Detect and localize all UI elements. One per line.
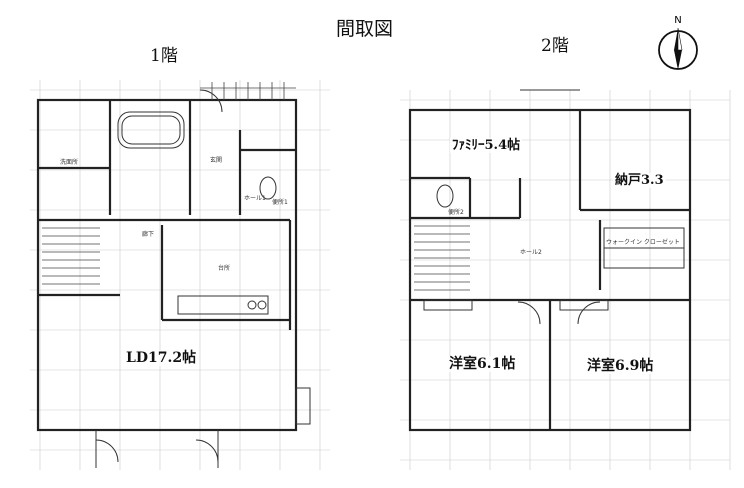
label-bath: 洗面所 <box>60 159 79 166</box>
room-western2: 洋室6.9帖 <box>585 358 656 374</box>
north-label: N <box>674 15 681 26</box>
stairs-floor1 <box>42 82 296 285</box>
label-corridor: 廊下 <box>142 231 155 238</box>
fixtures-floor2 <box>423 89 685 325</box>
label-toilet1: 便所1 <box>272 199 288 206</box>
floor1-label: 1階 <box>150 46 178 66</box>
north-compass-icon: N <box>658 15 698 70</box>
label-hall2: ホール2 <box>520 249 542 256</box>
grid-floor1 <box>30 80 330 470</box>
room-ld: LD17.2帖 <box>124 350 199 366</box>
walls-floor1 <box>36 98 298 432</box>
label-toilet2: 便所2 <box>448 209 464 216</box>
room-western1: 洋室6.1帖 <box>447 356 518 372</box>
page-title: 間取図 <box>336 18 394 40</box>
room-family: ﾌｧﾐﾘｰ5.4帖 <box>450 138 523 153</box>
stairs-floor2 <box>414 225 470 291</box>
walls-floor2 <box>408 108 692 432</box>
label-kitchen: 台所 <box>218 265 231 272</box>
label-closet: ウォークイン クローゼット <box>606 239 680 246</box>
label-hall1: ホール1 <box>244 195 266 202</box>
label-entrance: 玄関 <box>210 157 223 164</box>
fixtures-floor1 <box>95 89 311 468</box>
room-storage: 納戸3.3 <box>613 173 666 188</box>
floor2-label: 2階 <box>541 36 569 56</box>
